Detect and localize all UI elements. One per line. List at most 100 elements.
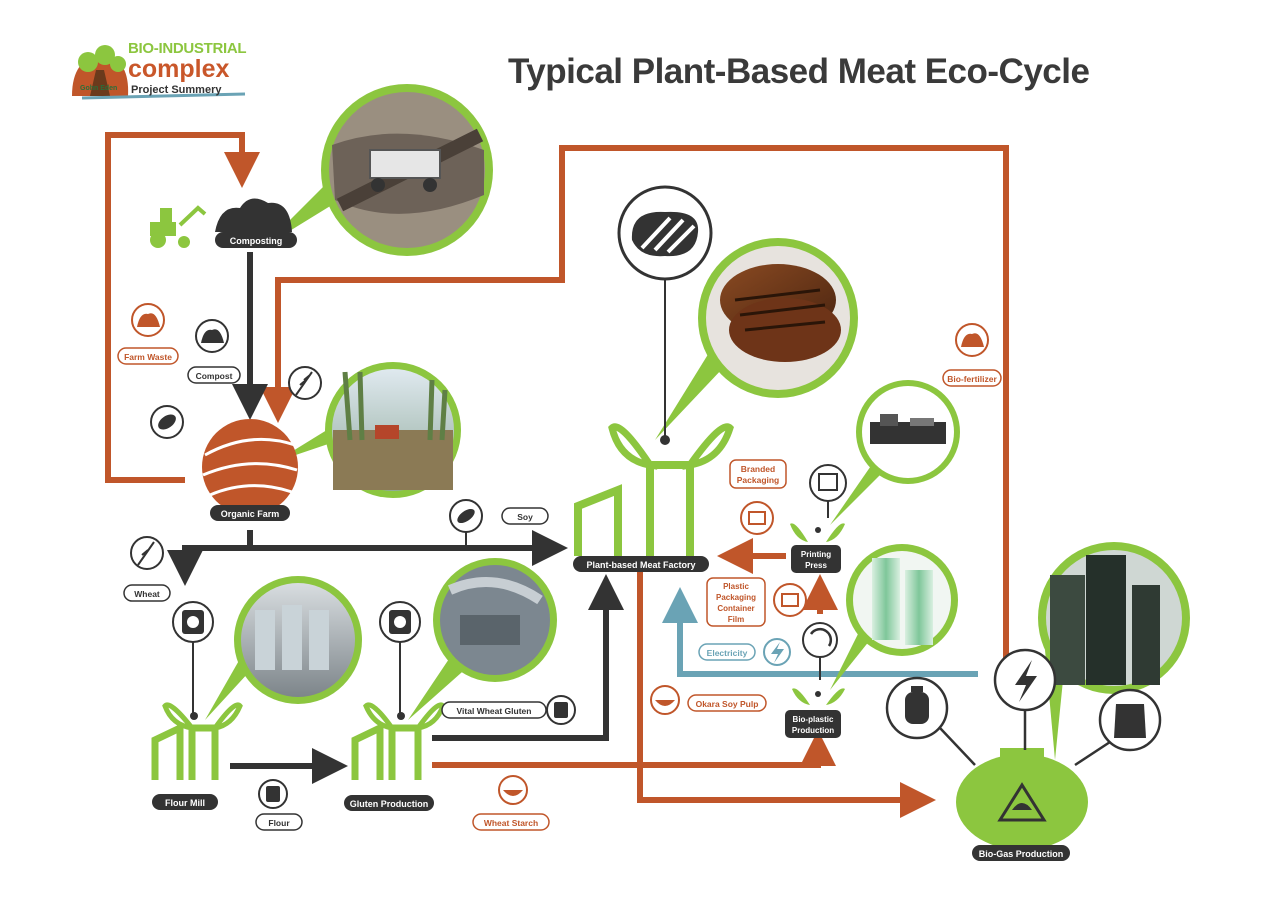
branded-packaging-label: Branded Packaging — [729, 459, 787, 489]
svg-text:Flour Mill: Flour Mill — [165, 798, 205, 808]
bio-fertilizer-flow — [260, 145, 1009, 660]
svg-text:Organic Farm: Organic Farm — [221, 509, 280, 519]
packaging-box-icon — [740, 501, 774, 535]
svg-text:Flour: Flour — [268, 818, 290, 828]
tractor-icon — [150, 205, 207, 248]
svg-text:Bio-Gas Production: Bio-Gas Production — [979, 849, 1064, 859]
plastic-container-icon — [773, 583, 807, 617]
svg-text:Printing: Printing — [801, 550, 831, 559]
svg-text:Bio-fertilizer: Bio-fertilizer — [947, 374, 997, 384]
bio-fertilizer-icon — [955, 323, 989, 357]
starch-bowl-icon — [498, 775, 528, 805]
svg-text:Composting: Composting — [230, 236, 283, 246]
printing-press-sprout-icon — [790, 523, 845, 542]
wheat-flow — [167, 545, 250, 586]
wheat-starch-flow — [432, 730, 836, 768]
organic-farm-field-icon — [202, 419, 298, 515]
compost-label: Compost — [187, 366, 241, 384]
svg-text:Production: Production — [792, 726, 834, 735]
factory-waste-flow — [637, 570, 936, 818]
okara-icon — [650, 685, 680, 715]
vital-gluten-label: Vital Wheat Gluten — [441, 701, 547, 719]
biogas-label: Bio-Gas Production — [972, 845, 1070, 861]
printer-icon — [809, 464, 847, 518]
okara-label: Okara Soy Pulp — [687, 694, 767, 712]
lightning-icon — [993, 648, 1057, 750]
vital-gluten-flow — [432, 574, 624, 741]
printing-press-photo — [830, 380, 960, 525]
bio-fertilizer-label: Bio-fertilizer — [942, 369, 1002, 387]
svg-text:Press: Press — [805, 561, 827, 570]
logo-line-3: Project Summery — [131, 84, 222, 96]
steak-icon — [617, 185, 713, 436]
recycle-icon — [802, 622, 838, 680]
flour-mill-photo — [205, 576, 362, 720]
meat-factory-label: Plant-based Meat Factory — [573, 556, 709, 572]
svg-text:Okara Soy Pulp: Okara Soy Pulp — [696, 699, 759, 709]
farm-waste-flow — [105, 132, 260, 483]
svg-text:Electricity: Electricity — [707, 648, 748, 658]
wheat-starch-label: Wheat Starch — [472, 813, 550, 831]
steak-photo — [655, 238, 858, 440]
svg-text:Soy: Soy — [517, 512, 533, 522]
flour-bag-icon — [172, 601, 214, 715]
soybean-icon — [150, 405, 184, 439]
soy-label: Soy — [501, 507, 549, 525]
wheat-icon — [288, 366, 322, 400]
compost-icon — [195, 319, 229, 353]
compost-pile-icon — [215, 198, 292, 232]
fertilizer-sack-icon — [1074, 688, 1162, 767]
svg-text:Packaging: Packaging — [716, 593, 756, 602]
bioplastic-label: Bio-plastic Production — [785, 710, 841, 738]
plastic-bottles-photo — [830, 544, 958, 690]
biogas-tanks-photo — [1038, 542, 1190, 760]
composting-photo — [262, 84, 493, 256]
flour-small-icon — [258, 779, 288, 809]
flour-label: Flour — [255, 813, 303, 831]
bioplastic-sprout-icon — [792, 688, 845, 705]
svg-text:Vital Wheat Gluten: Vital Wheat Gluten — [457, 706, 532, 716]
plastic-packaging-label: Plastic Packaging Container Film — [706, 577, 766, 627]
farm-waste-icon — [131, 303, 165, 337]
farm-output-flow — [247, 530, 568, 566]
composting-label: Composting — [215, 232, 297, 248]
organic-farm-label: Organic Farm — [210, 505, 290, 521]
lightning-icon-small — [763, 638, 791, 666]
page-title: Typical Plant-Based Meat Eco-Cycle — [508, 52, 1090, 91]
svg-text:Film: Film — [728, 615, 744, 624]
farm-harvest-photo — [275, 362, 461, 498]
svg-text:Plant-based Meat Factory: Plant-based Meat Factory — [586, 560, 695, 570]
gluten-bag-icon — [379, 601, 421, 715]
gluten-production-label: Gluten Production — [344, 795, 434, 811]
svg-text:Wheat Starch: Wheat Starch — [484, 818, 538, 828]
svg-text:Packaging: Packaging — [737, 475, 780, 485]
gas-cylinder-icon — [885, 676, 976, 766]
gluten-production-photo — [408, 558, 557, 720]
logo-brand: Gohn Eden — [80, 85, 118, 92]
wheat-small-icon — [130, 536, 164, 570]
logo-emblem — [72, 45, 246, 100]
gluten-production-icon — [351, 702, 446, 780]
flour-mill-label: Flour Mill — [152, 794, 218, 810]
logo-line-1: BIO-INDUSTRIAL — [128, 40, 247, 57]
svg-text:Wheat: Wheat — [134, 589, 160, 599]
vital-gluten-small-icon — [546, 695, 576, 725]
svg-text:Container: Container — [717, 604, 754, 613]
svg-text:Branded: Branded — [741, 464, 775, 474]
printing-press-label: Printing Press — [791, 545, 841, 573]
svg-text:Bio-plastic: Bio-plastic — [793, 715, 834, 724]
svg-text:Gluten Production: Gluten Production — [350, 799, 429, 809]
svg-text:Farm Waste: Farm Waste — [124, 352, 172, 362]
flour-mill-icon — [151, 702, 243, 780]
soy-icon — [449, 499, 483, 548]
logo-line-2: complex — [128, 55, 230, 83]
biogas-tank-icon — [956, 748, 1088, 850]
farm-waste-label: Farm Waste — [117, 347, 179, 365]
electricity-flow — [662, 587, 978, 677]
svg-text:Compost: Compost — [196, 371, 233, 381]
factory-sprout-icon — [574, 423, 734, 556]
svg-text:Plastic: Plastic — [723, 582, 749, 591]
electricity-label: Electricity — [698, 643, 756, 661]
wheat-label: Wheat — [123, 584, 171, 602]
